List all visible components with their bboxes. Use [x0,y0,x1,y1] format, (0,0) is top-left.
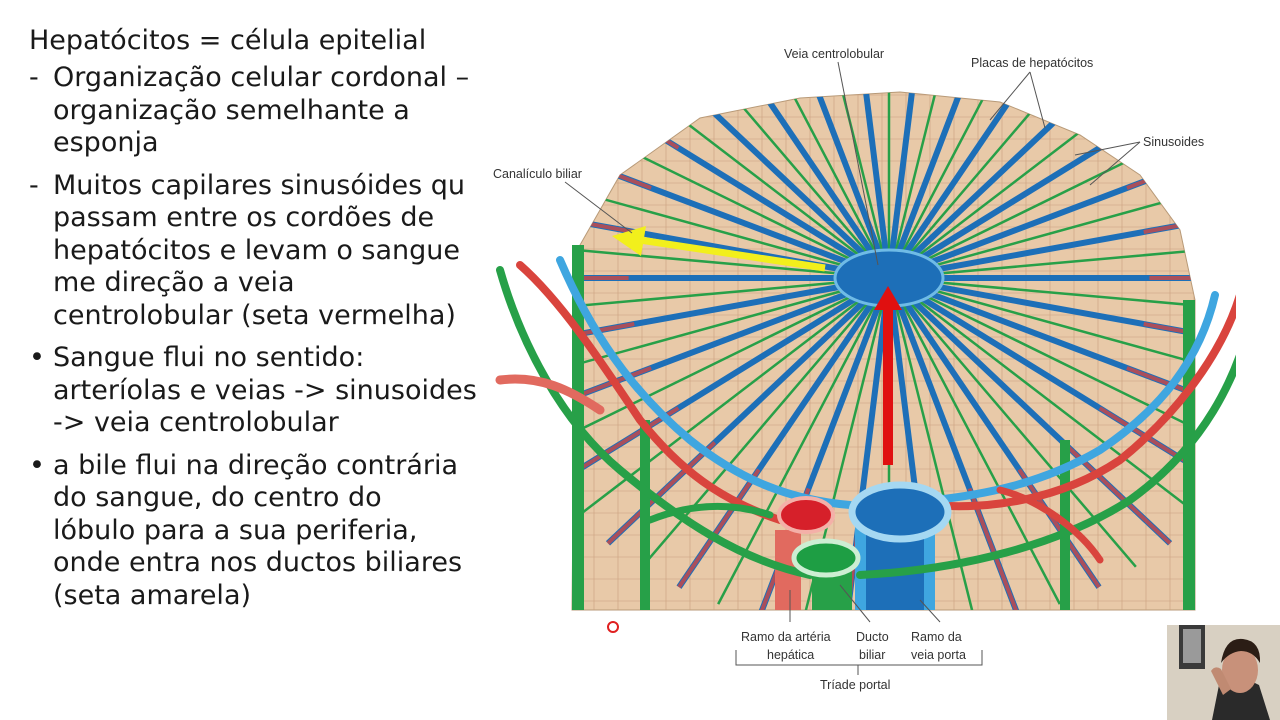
label-portal-triad: Tríade portal [820,678,890,692]
slide-heading: Hepatócitos = célula epitelial [29,25,427,56]
portal-vein-branch [848,481,952,543]
label-portal-vein-1: Ramo da [911,630,962,644]
right-bile-duct-bar [1183,300,1195,610]
peripheral-vessels [495,256,1236,579]
red-arrow [874,286,902,465]
mid-left-bile-bar [640,420,650,610]
bullet-marker: • [29,342,45,373]
pointer-marker [607,621,619,633]
label-bile-duct-1: Ducto [856,630,889,644]
liver-lobule-diagram: Veia centrolobular Placas de hepatócitos… [493,47,1236,692]
bullet-marker: • [29,449,45,481]
bullet-item: • Sangue flui no sentido: arteríolas e v… [29,342,499,440]
label-bile-canaliculus: Canalículo biliar [493,167,582,181]
bullet-marker: - [29,62,39,93]
yellow-arrow [612,226,826,272]
bullet-marker: - [29,169,39,201]
label-portal-vein-2: veia porta [911,648,966,662]
bullet-text: Sangue flui no sentido: arteríolas e vei… [53,342,477,438]
label-hepatic-artery-1: Ramo da artéria [741,630,831,644]
bullet-item: - Organização celular cordonal – organiz… [29,62,499,160]
slide-text: Hepatócitos = célula epitelial - Organiz… [29,24,499,612]
label-central-vein: Veia centrolobular [784,47,884,61]
webcam-overlay [1167,625,1280,720]
label-bile-duct-2: biliar [859,648,885,662]
bullet-text: Muitos capilares sinusóides qu passam en… [53,169,466,331]
leader-lines [564,61,1141,675]
label-hepatocyte-plates: Placas de hepatócitos [971,56,1093,70]
bullet-text: a bile flui na direção contrária do sang… [53,449,463,611]
bullet-text: Organização celular cordonal – organizaç… [53,62,470,158]
hepatic-artery-branch [777,496,835,534]
label-sinusoids: Sinusoides [1143,135,1204,149]
bile-duct [791,538,861,578]
bullet-item: • a bile flui na direção contrária do sa… [29,450,499,613]
label-hepatic-artery-2: hepática [767,648,814,662]
bullet-item: - Muitos capilares sinusóides qu passam … [29,170,499,333]
